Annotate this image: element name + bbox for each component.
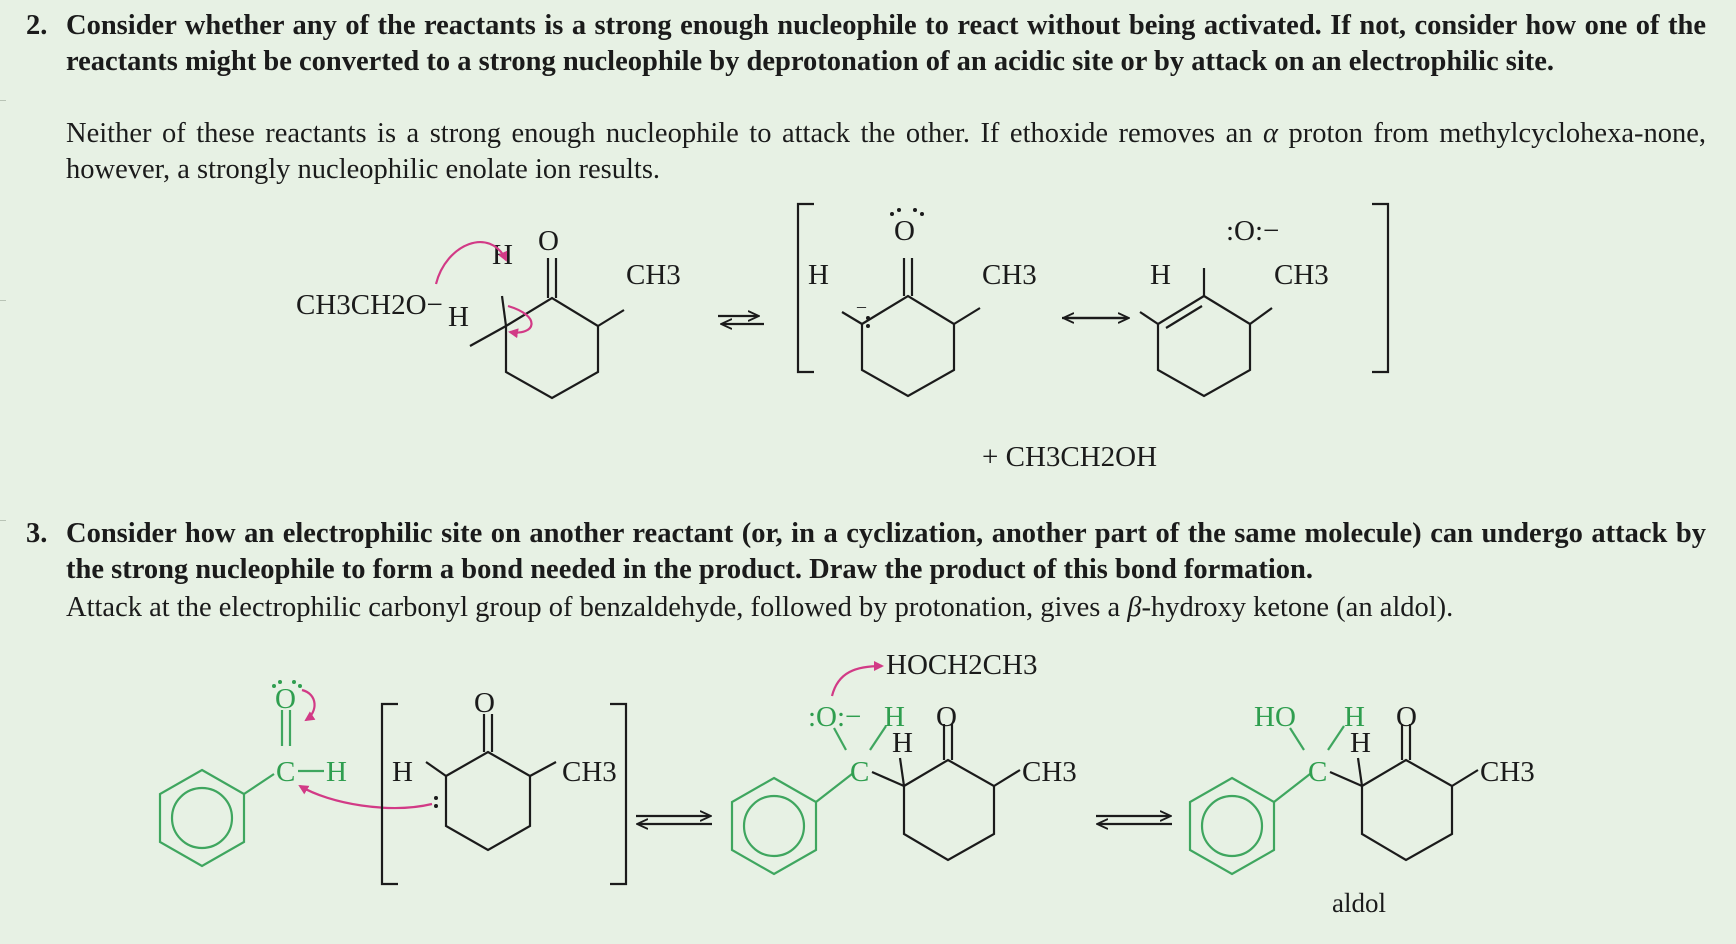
enolate-methyl: CH3 <box>562 756 617 788</box>
svg-text:–: – <box>856 296 867 316</box>
curved-arrow-ethoxide <box>434 241 508 285</box>
alkoxide-ketone-o: O <box>936 701 957 733</box>
aldol-h1: H <box>1344 701 1365 733</box>
benzaldehyde <box>158 710 324 868</box>
res1-h: H <box>808 259 829 291</box>
ethoxide-label: CH3CH2O− <box>296 289 443 321</box>
res1-o: O <box>894 215 915 247</box>
enolate-o: O <box>474 687 495 719</box>
byproduct-ethanol: + CH3CH2OH <box>982 441 1157 473</box>
margin-mark <box>0 100 6 101</box>
curved-arrow-protonation <box>830 661 884 697</box>
aldol-addition-scheme: O C H H O CH3 HOCH2CH3 :O:− H <box>158 650 1535 918</box>
aldol-label: aldol <box>1332 888 1386 918</box>
bracket-left <box>796 202 814 374</box>
enolate-bracket-right <box>610 702 628 886</box>
enolate-resonance-1 <box>841 258 981 398</box>
aldol-o: O <box>1396 701 1417 733</box>
step-3-body: Attack at the electrophilic carbonyl gro… <box>66 590 1706 626</box>
enolate <box>425 714 557 852</box>
alkoxide-ring-h: H <box>892 727 913 759</box>
beta-symbol: β <box>1127 592 1142 623</box>
solvent-ethanol: HOCH2CH3 <box>886 650 1037 681</box>
res2-o: :O:− <box>1226 215 1279 247</box>
res1-methyl: CH3 <box>982 259 1037 291</box>
benzaldehyde-c: C <box>276 756 295 788</box>
curved-arrow-enolate-attack <box>298 784 433 810</box>
step-2-heading-text: Consider whether any of the reactants is… <box>66 10 1706 77</box>
reactant-lower-h: H <box>448 301 469 333</box>
reactant-methyl: CH3 <box>626 259 681 291</box>
aldol-ho: HO <box>1254 701 1296 733</box>
curved-arrow-ch-bond <box>507 304 533 339</box>
alkoxide-intermediate <box>730 724 1021 876</box>
benzaldehyde-o-lone-pairs <box>272 680 302 688</box>
res2-h: H <box>1150 259 1171 291</box>
alpha-symbol: α <box>1263 118 1278 149</box>
res1-lone-pairs: – <box>856 208 924 328</box>
margin-mark <box>0 520 6 521</box>
alkoxide-c: C <box>850 756 869 788</box>
margin-mark <box>0 300 6 301</box>
enolate-h: H <box>392 756 413 788</box>
alkoxide-h: H <box>884 701 905 733</box>
curved-arrow-carbonyl <box>301 688 316 722</box>
bracket-right <box>1372 202 1390 374</box>
reactant-carbonyl-o: O <box>538 225 559 257</box>
res2-methyl: CH3 <box>1274 259 1329 291</box>
step-3-heading-text: Consider how an electrophilic site on an… <box>66 518 1706 585</box>
step-2-body-text-b: proton from methylcyclohexa-none, howeve… <box>66 118 1706 185</box>
enolate-resonance-2 <box>1139 268 1273 398</box>
enolate-bracket-left <box>380 702 398 886</box>
alkoxide-methyl: CH3 <box>1022 756 1077 788</box>
step-3-number: 3. <box>26 518 48 549</box>
aldol-product <box>1188 724 1479 876</box>
step-3-heading: 3. Consider how an electrophilic site on… <box>26 516 1706 588</box>
deprotonation-scheme: CH3CH2O− O CH3 H H H O CH3 – <box>296 202 1390 473</box>
alkoxide-o: :O:− <box>808 701 861 733</box>
step-2-number: 2. <box>26 10 48 41</box>
aldol-methyl: CH3 <box>1480 756 1535 788</box>
benzaldehyde-o: O <box>275 683 296 715</box>
benzaldehyde-h: H <box>326 756 347 788</box>
aldol-h2: H <box>1350 727 1371 759</box>
step-2-body-text-a: Neither of these reactants is a strong e… <box>66 118 1264 149</box>
methylcyclohexanone <box>469 258 625 400</box>
step-2-body: Neither of these reactants is a strong e… <box>66 116 1706 188</box>
step-3-body-text-b: -hydroxy ketone (an aldol). <box>1141 592 1454 623</box>
step-3-body-text-a: Attack at the electrophilic carbonyl gro… <box>66 592 1128 623</box>
aldol-c: C <box>1308 756 1327 788</box>
enolate-lone-pair <box>434 796 438 808</box>
step-2-heading: 2. Consider whether any of the reactants… <box>26 8 1706 80</box>
